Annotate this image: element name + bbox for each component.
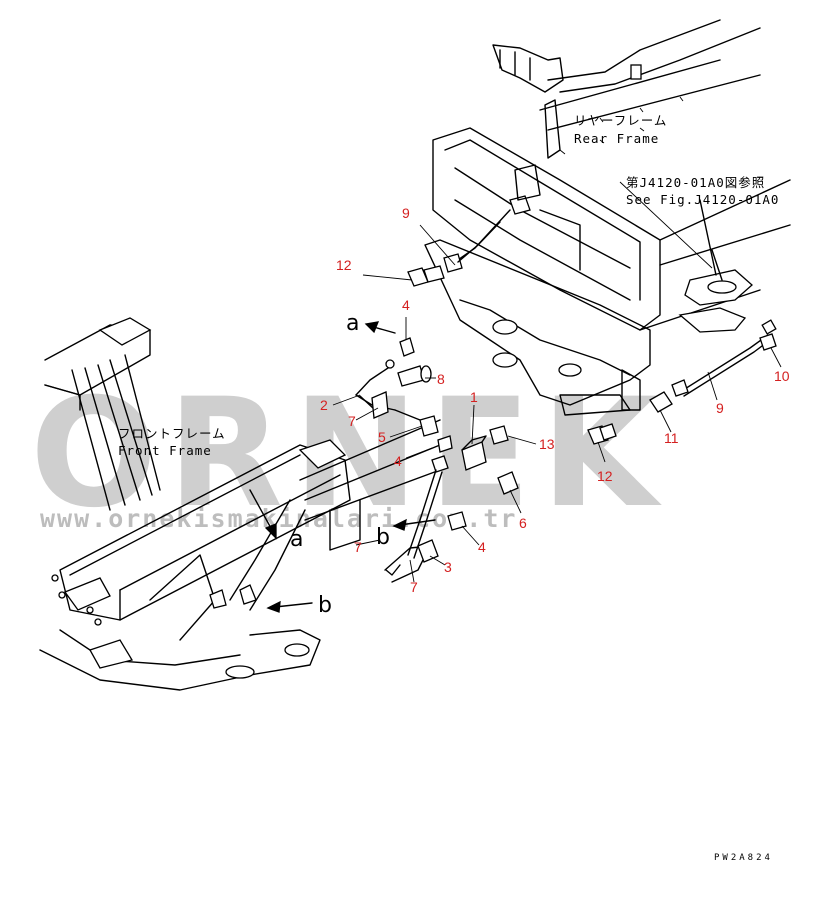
callout-number: 7 xyxy=(410,579,418,595)
callout-number: 13 xyxy=(539,436,555,452)
callout-number: 11 xyxy=(664,430,679,446)
view-letter-b-mid: b xyxy=(376,525,390,550)
leader-lines xyxy=(332,181,782,583)
callout-number: 7 xyxy=(348,413,356,429)
front-frame-label-en: Front Frame xyxy=(118,443,212,458)
view-letter-a-bottom: a xyxy=(290,527,303,552)
callout-number: 5 xyxy=(378,429,386,445)
callout-number: 7 xyxy=(354,539,362,555)
callout-number: 4 xyxy=(478,539,486,555)
callout-number: 8 xyxy=(437,371,445,387)
fitting-12-lower-nut xyxy=(599,423,617,441)
callout-number: 9 xyxy=(716,400,724,416)
view-letter-b-bottom: b xyxy=(318,593,332,618)
rear-frame xyxy=(424,19,791,416)
callout-number: 4 xyxy=(402,297,410,313)
arrows xyxy=(249,321,436,613)
center-fittings xyxy=(329,337,519,583)
watermark-url: www.ornekismakinalari.com.tr xyxy=(40,504,517,533)
callout-number: 6 xyxy=(519,515,527,531)
fitting-12-upper xyxy=(407,221,501,287)
callout-number: 9 xyxy=(402,205,410,221)
callout-number: 10 xyxy=(774,368,790,384)
callout-number: 1 xyxy=(470,389,478,405)
reference-label-en: See Fig.J4120-01A0 xyxy=(626,192,779,207)
reference-label-jp: 第J4120-01A0図参照 xyxy=(626,175,765,190)
rear-frame-label-en: Rear Frame xyxy=(574,131,659,146)
view-letter-a-top: a xyxy=(346,311,359,336)
callout-number: 12 xyxy=(597,468,613,484)
hose-assembly-right xyxy=(649,319,777,413)
callout-number: 12 xyxy=(336,257,352,273)
callout-number: 3 xyxy=(444,559,452,575)
rear-frame-label-jp: リヤーフレーム xyxy=(574,113,667,128)
callout-number: 4 xyxy=(394,453,402,469)
drawing-code: PW2A824 xyxy=(714,853,773,863)
callout-number: 2 xyxy=(320,397,328,413)
front-frame-label-jp: フロントフレーム xyxy=(118,426,226,441)
front-frame xyxy=(39,317,441,691)
